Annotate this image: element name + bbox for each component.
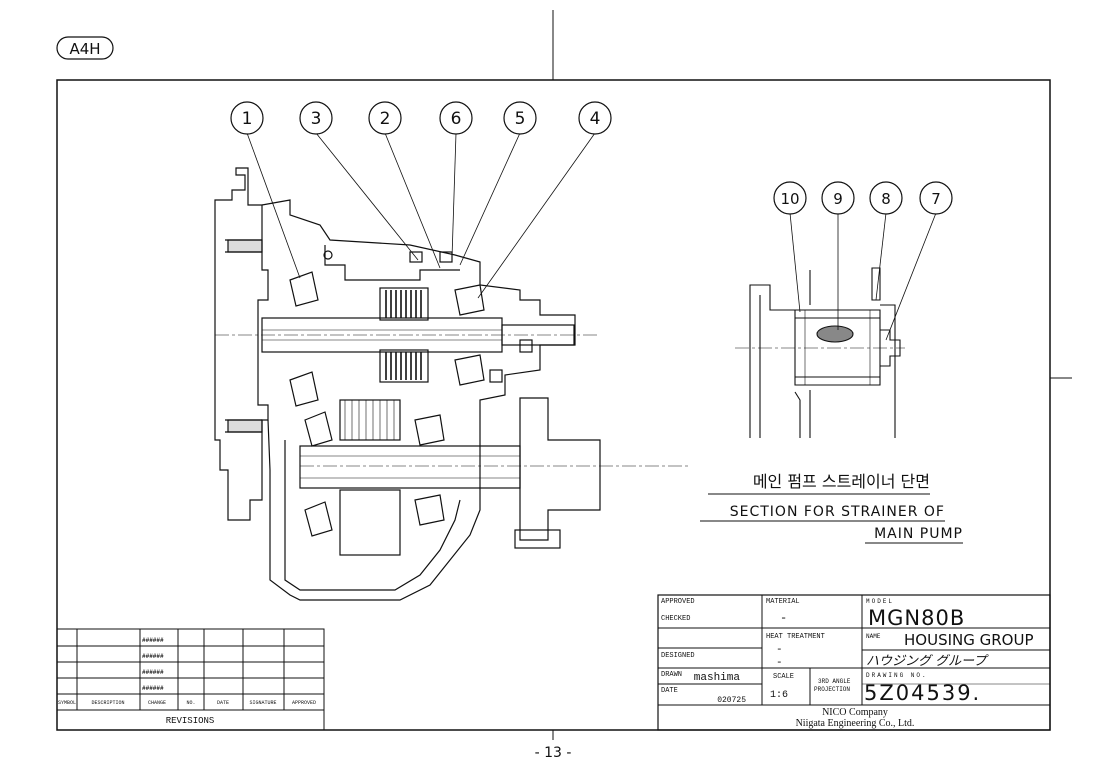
svg-text:MODEL: MODEL xyxy=(866,598,894,605)
svg-text:NICO Company: NICO Company xyxy=(822,707,888,718)
callout-7: 7 xyxy=(919,181,953,215)
svg-text:A4H: A4H xyxy=(69,40,100,58)
callout-2: 2 xyxy=(368,101,402,135)
svg-text:######: ###### xyxy=(142,669,164,676)
svg-text:1: 1 xyxy=(242,109,253,129)
svg-text:3: 3 xyxy=(311,109,322,129)
revisions-table xyxy=(56,628,325,731)
svg-text:######: ###### xyxy=(142,637,164,644)
svg-text:10: 10 xyxy=(780,190,799,208)
svg-text:MAIN PUMP: MAIN PUMP xyxy=(874,526,963,542)
svg-text:6: 6 xyxy=(451,109,462,129)
page-number: - 13 - xyxy=(535,745,572,761)
svg-text:mashima: mashima xyxy=(694,672,741,684)
svg-text:MGN80B: MGN80B xyxy=(868,606,965,630)
svg-text:DESIGNED: DESIGNED xyxy=(661,652,695,660)
svg-text:-: - xyxy=(776,644,783,656)
svg-text:SCALE: SCALE xyxy=(773,673,794,681)
section-title: 메인 펌프 스트레이너 단면 SECTION FOR STRAINER OF M… xyxy=(700,472,963,544)
svg-text:HEAT TREATMENT: HEAT TREATMENT xyxy=(766,633,825,641)
svg-text:CHANGE: CHANGE xyxy=(148,700,166,706)
callout-1: 1 xyxy=(230,101,264,135)
svg-text:5: 5 xyxy=(515,109,526,129)
svg-text:메인 펌프 스트레이너 단면: 메인 펌프 스트레이너 단면 xyxy=(753,472,930,491)
svg-text:SIGNATURE: SIGNATURE xyxy=(249,700,276,706)
svg-text:######: ###### xyxy=(142,685,164,692)
svg-text:CHECKED: CHECKED xyxy=(661,615,690,623)
callout-4: 4 xyxy=(578,101,612,135)
detail-leader-lines xyxy=(789,212,937,341)
revisions-text: ###### ###### ###### ###### SYMBOL DESCR… xyxy=(58,637,316,726)
svg-text:DATE: DATE xyxy=(217,700,229,706)
svg-text:2: 2 xyxy=(380,109,391,129)
svg-text:020725: 020725 xyxy=(717,696,746,705)
svg-text:4: 4 xyxy=(590,109,601,129)
svg-text:9: 9 xyxy=(833,190,843,208)
callout-10: 10 xyxy=(773,181,807,215)
svg-text:DATE: DATE xyxy=(661,687,678,695)
svg-text:REVISIONS: REVISIONS xyxy=(166,716,215,726)
main-leader-lines xyxy=(246,132,596,299)
callout-9: 9 xyxy=(821,181,855,215)
svg-text:DESCRIPTION: DESCRIPTION xyxy=(91,700,124,706)
svg-text:DRAWN: DRAWN xyxy=(661,671,682,679)
svg-text:8: 8 xyxy=(881,190,891,208)
svg-text:APPROVED: APPROVED xyxy=(661,598,695,606)
svg-text:7: 7 xyxy=(931,190,941,208)
svg-text:5Z04539.: 5Z04539. xyxy=(864,681,981,705)
svg-text:######: ###### xyxy=(142,653,164,660)
svg-text:-: - xyxy=(780,611,787,625)
callout-6: 6 xyxy=(439,101,473,135)
svg-text:DRAWING NO.: DRAWING NO. xyxy=(866,672,928,679)
svg-text:SECTION FOR STRAINER OF: SECTION FOR STRAINER OF xyxy=(730,504,945,520)
svg-text:PROJECTION: PROJECTION xyxy=(814,686,850,693)
sheet-size-tag: A4H xyxy=(56,36,114,60)
svg-text:ハウジング グループ: ハウジング グループ xyxy=(866,654,989,669)
callout-3: 3 xyxy=(299,101,333,135)
svg-text:NAME: NAME xyxy=(866,633,881,640)
callout-5: 5 xyxy=(503,101,537,135)
title-block xyxy=(657,594,1051,731)
title-block-text: APPROVED CHECKED DESIGNED DRAWN mashima … xyxy=(661,598,1034,729)
svg-text:MATERIAL: MATERIAL xyxy=(766,598,800,606)
main-assembly-section xyxy=(214,167,690,601)
svg-text:NO.: NO. xyxy=(186,700,195,706)
svg-text:-: - xyxy=(776,657,783,669)
drawing-border xyxy=(56,79,1051,731)
svg-text:APPROVED: APPROVED xyxy=(292,700,316,706)
svg-text:SYMBOL: SYMBOL xyxy=(58,700,76,706)
svg-text:1:6: 1:6 xyxy=(770,690,788,701)
strainer-detail-section xyxy=(735,267,905,438)
svg-text:Niigata Engineering Co., Ltd.: Niigata Engineering Co., Ltd. xyxy=(796,718,915,729)
svg-text:HOUSING GROUP: HOUSING GROUP xyxy=(904,631,1034,649)
callout-8: 8 xyxy=(869,181,903,215)
svg-text:3RD ANGLE: 3RD ANGLE xyxy=(818,678,851,685)
